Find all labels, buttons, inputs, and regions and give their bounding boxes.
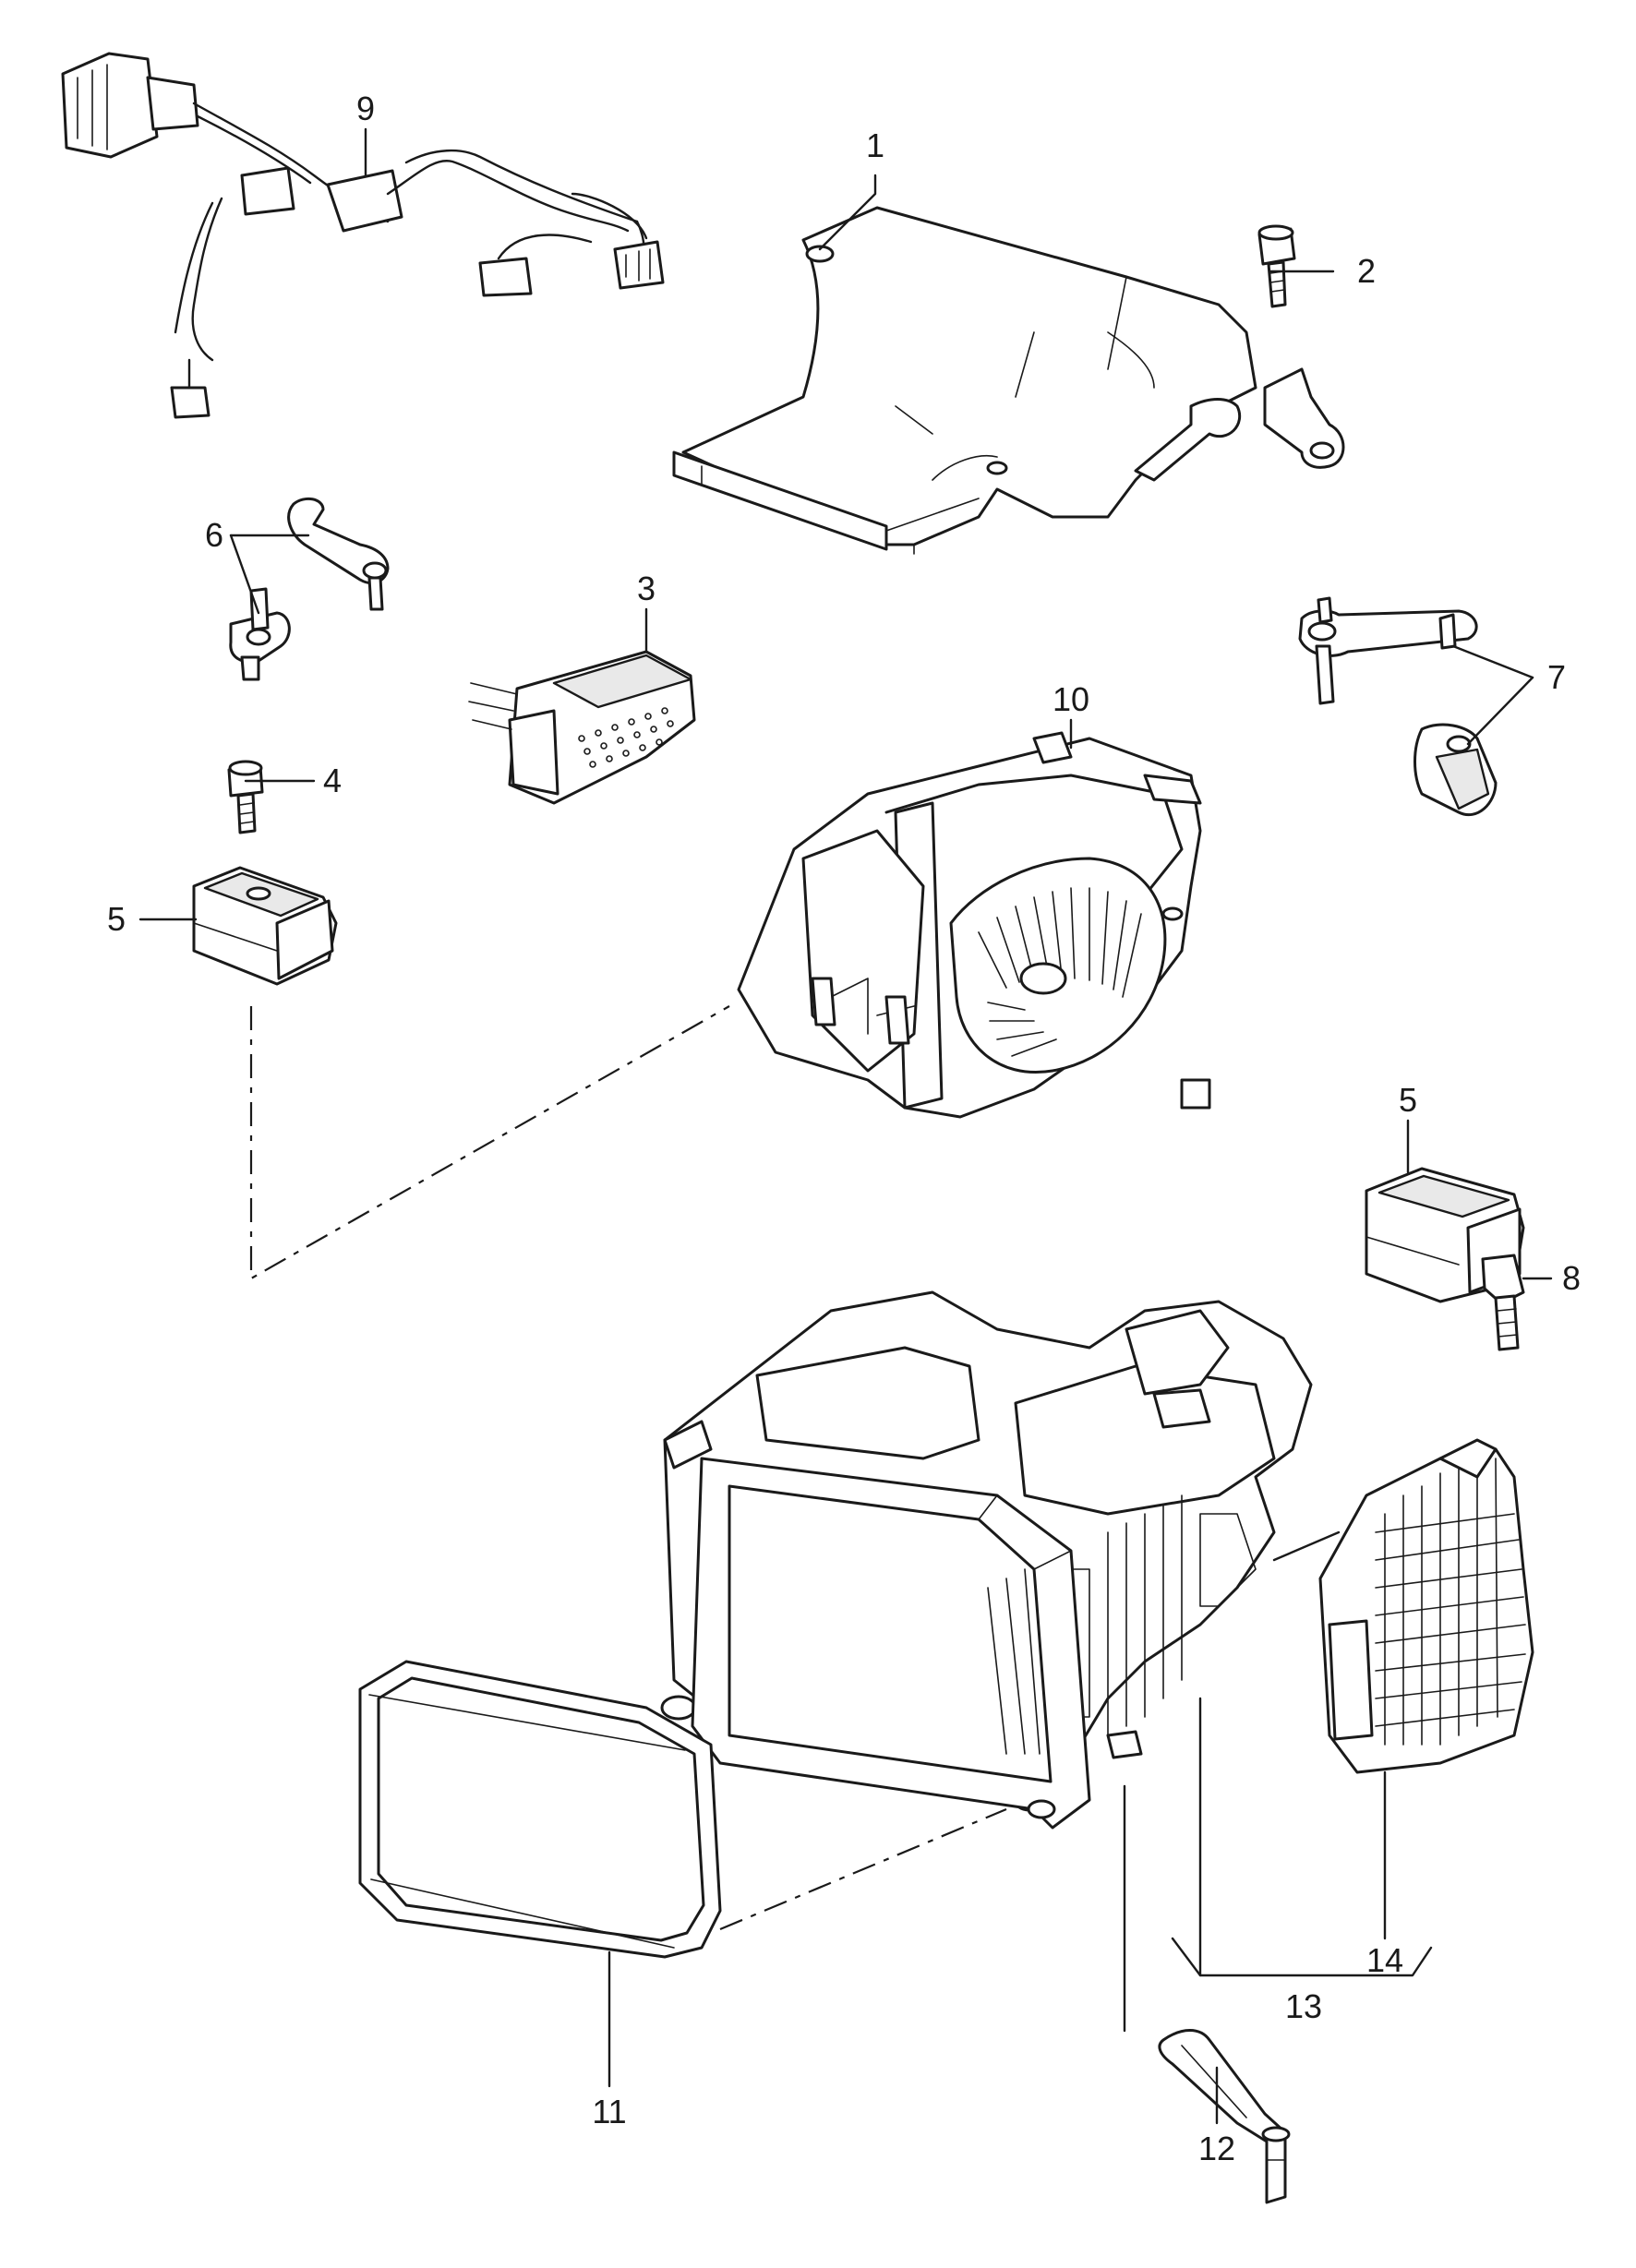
servo-motor-icon	[192, 866, 338, 986]
assembly-line	[249, 1005, 730, 1280]
callout-2: 2	[1357, 252, 1376, 290]
callout-14: 14	[1366, 1941, 1403, 1979]
drain-hose-icon	[1158, 2029, 1291, 2204]
wiring-harness-icon	[61, 52, 665, 419]
sensor-icon	[1481, 1254, 1525, 1351]
callout-10: 10	[1053, 680, 1089, 718]
callout-11: 11	[592, 2093, 626, 2130]
bolt-icon	[1257, 224, 1296, 308]
blower-housing-icon	[737, 731, 1211, 1119]
bolt-icon	[227, 760, 264, 834]
callout-8: 8	[1562, 1259, 1581, 1297]
callout-7: 7	[1547, 658, 1566, 696]
callout-12: 12	[1198, 2130, 1235, 2167]
callout-13: 13	[1285, 1987, 1322, 2025]
leader-lines	[138, 127, 1553, 2125]
grille-cover-icon	[1318, 1438, 1534, 1774]
control-module-icon	[468, 650, 696, 805]
seal-gasket-icon	[358, 1660, 722, 1959]
assembly-line	[719, 1807, 1007, 1931]
callout-4: 4	[323, 762, 342, 799]
linkage-lever-icon	[1298, 596, 1498, 817]
hvac-housing-icon	[660, 1290, 1313, 1830]
callout-9: 9	[356, 90, 375, 127]
linkage-lever-icon	[229, 497, 390, 681]
callout-5-right: 5	[1399, 1081, 1417, 1119]
callout-3: 3	[637, 570, 656, 607]
callout-6: 6	[205, 516, 223, 554]
callout-1: 1	[866, 126, 884, 164]
housing-cover-icon	[672, 206, 1345, 555]
callout-5-left: 5	[107, 900, 126, 938]
